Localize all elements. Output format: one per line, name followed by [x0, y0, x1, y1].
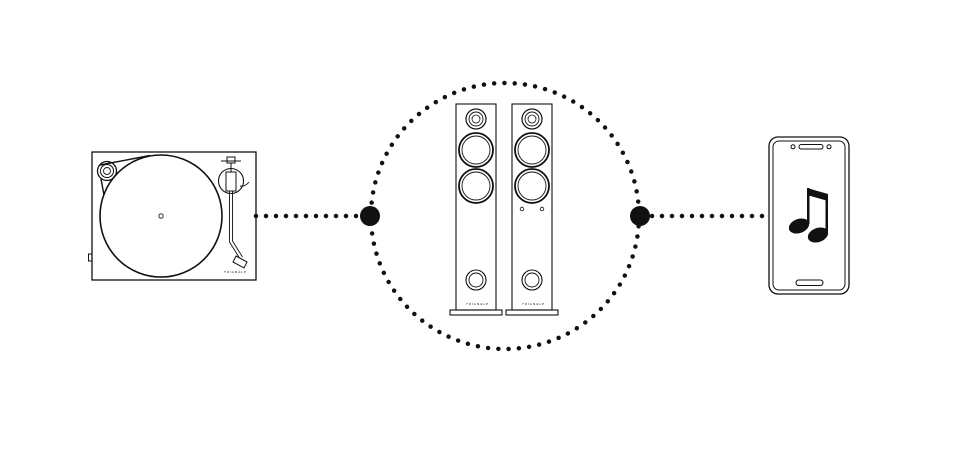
- music-note-head-left: [788, 218, 810, 234]
- left-speaker-port-inner: [468, 272, 484, 288]
- tonearm-lift: [239, 181, 250, 187]
- music-note-beam: [807, 188, 828, 201]
- right-speaker-terminal-left: [519, 206, 525, 212]
- smartphone-body-outer: [768, 136, 850, 295]
- tonearm-counterweight: [226, 156, 236, 164]
- tonearm-arm: [229, 191, 243, 259]
- left-speaker-woofer-1-inner: [461, 135, 491, 165]
- right-speaker-cabinet: [511, 103, 553, 311]
- turntable-pulley-outer: [96, 160, 118, 182]
- left-speaker-tweeter-outer: [465, 108, 487, 130]
- smartphone-music-icon: [768, 136, 850, 295]
- right-speaker: TRIANGLE: [505, 103, 559, 316]
- right-speaker-tweeter-mid: [524, 111, 540, 127]
- right-speaker-woofer-2-inner: [517, 171, 547, 201]
- right-speaker-base: [505, 309, 559, 316]
- right-speaker-brand-label: TRIANGLE: [521, 302, 545, 306]
- music-note-head-right: [807, 227, 829, 243]
- tonearm-headshell: [232, 255, 248, 269]
- right-speaker-woofer-2-outer: [514, 168, 550, 204]
- smartphone-front-camera: [790, 144, 796, 150]
- music-note-stem-left: [807, 188, 810, 224]
- turntable-pulley-inner: [103, 167, 111, 175]
- tonearm-pivot: [225, 171, 237, 192]
- speakers-dotted-circle: [368, 80, 642, 352]
- left-speaker-port-outer: [465, 269, 487, 291]
- smartphone-home-bar: [795, 279, 824, 286]
- left-speaker-tweeter-inner: [471, 114, 481, 124]
- right-speaker-port-outer: [521, 269, 543, 291]
- right-junction-dot: [630, 206, 650, 226]
- left-speaker-cabinet: [455, 103, 497, 311]
- turntable-belt: [99, 154, 151, 196]
- right-speaker-tweeter-outer: [521, 108, 543, 130]
- turntable-plinth: [91, 151, 257, 281]
- turntable-brand-label: TRIANGLE: [223, 270, 247, 274]
- smartphone-screen-bezel: [772, 140, 846, 291]
- right-speaker-woofer-1-inner: [517, 135, 547, 165]
- turntable-side-knob: [88, 253, 93, 262]
- music-note-stem-right: [825, 194, 828, 233]
- left-speaker: TRIANGLE: [449, 103, 503, 316]
- turntable-pulley-mid: [100, 164, 114, 178]
- left-junction-dot: [360, 206, 380, 226]
- left-speaker-brand-label: TRIANGLE: [465, 302, 489, 306]
- right-speaker-tweeter-inner: [527, 114, 537, 124]
- right-speaker-port-inner: [524, 272, 540, 288]
- smartphone-sensor: [826, 144, 832, 150]
- left-speaker-tweeter-mid: [468, 111, 484, 127]
- turntable-icon: TRIANGLE: [88, 151, 257, 281]
- music-note-icon: [788, 188, 829, 243]
- left-speaker-woofer-2-outer: [458, 168, 494, 204]
- right-speaker-woofer-1-outer: [514, 132, 550, 168]
- left-speaker-base: [449, 309, 503, 316]
- right-speaker-terminal-right: [539, 206, 545, 212]
- left-speaker-woofer-1-outer: [458, 132, 494, 168]
- left-speaker-woofer-2-inner: [461, 171, 491, 201]
- turntable-platter: [99, 154, 223, 278]
- turntable-spindle: [158, 213, 164, 219]
- smartphone-speaker-grille: [798, 144, 824, 150]
- floorstanding-speakers-icon: TRIANGLE TRIANGLE: [449, 103, 559, 316]
